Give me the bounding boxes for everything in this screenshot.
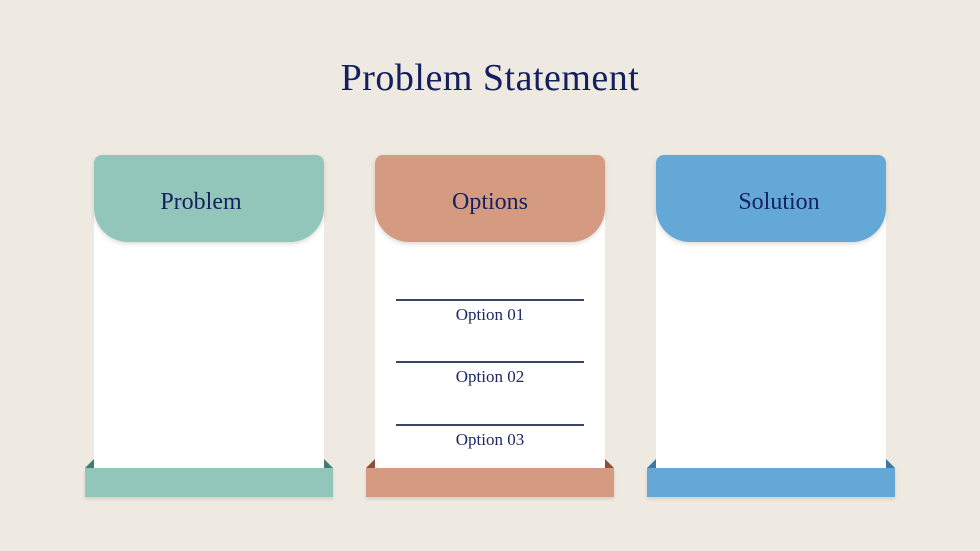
option-row-3: Option 03 <box>396 424 584 448</box>
option-row-2: Option 02 <box>396 361 584 385</box>
card-options: Option 01 Option 02 Option 03 Options <box>366 155 614 497</box>
option-label: Option 03 <box>455 430 525 449</box>
option-label: Option 02 <box>455 367 525 386</box>
card-problem-header: Problem <box>94 155 324 242</box>
card-solution-title: Solution <box>738 188 820 215</box>
card-problem-fold-left <box>85 459 94 468</box>
card-options-fold-right <box>605 459 614 468</box>
card-solution-base-ribbon <box>647 468 895 497</box>
option-row-1: Option 01 <box>396 299 584 323</box>
card-solution-header: Solution <box>656 155 886 242</box>
card-problem-base-ribbon <box>85 468 333 497</box>
option-divider <box>396 424 584 426</box>
card-problem-title: Problem <box>160 188 242 215</box>
card-solution: Solution <box>647 155 895 497</box>
slide-title: Problem Statement <box>340 57 640 99</box>
option-divider <box>396 361 584 363</box>
card-solution-fold-left <box>647 459 656 468</box>
card-problem-fold-right <box>324 459 333 468</box>
card-options-title: Options <box>451 188 528 215</box>
card-options-fold-left <box>366 459 375 468</box>
option-divider <box>396 299 584 301</box>
card-problem: Problem <box>85 155 333 497</box>
option-label: Option 01 <box>455 305 525 324</box>
options-list: Option 01 Option 02 Option 03 <box>375 155 605 497</box>
card-solution-fold-right <box>886 459 895 468</box>
card-options-header: Options <box>375 155 605 242</box>
card-options-base-ribbon <box>366 468 614 497</box>
